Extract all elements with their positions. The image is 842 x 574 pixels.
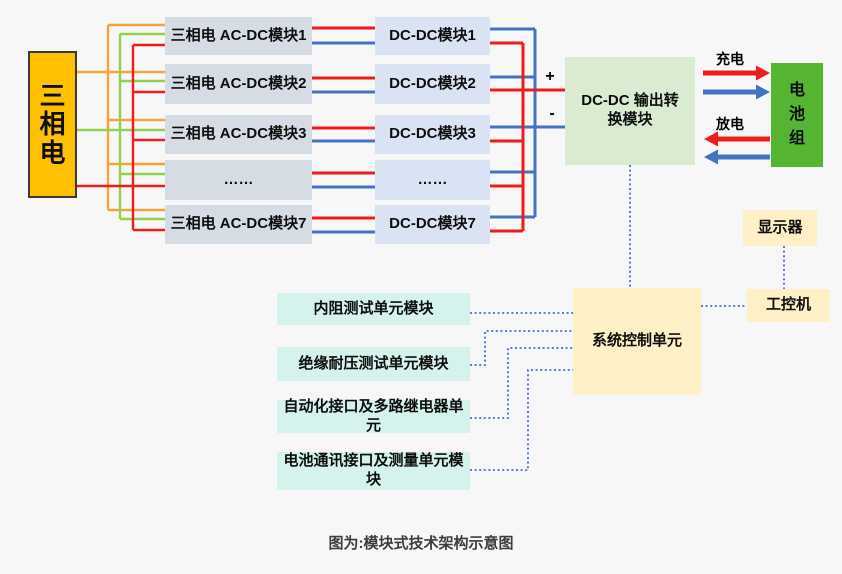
charge-arrow-red	[703, 65, 770, 81]
acdc-module-label: 三相电 AC-DC模块2	[170, 74, 307, 92]
figure-caption: 图为:模块式技术架构示意图	[328, 535, 514, 552]
battery-pack-box: 电池组	[771, 63, 823, 167]
acdc-module-label: ……	[223, 170, 254, 188]
dcdc-module-label: DC-DC模块1	[389, 26, 476, 44]
acdc-dcdc-blue-links	[312, 41, 375, 234]
test-unit-box-insulation: 绝缘耐压测试单元模块	[277, 347, 470, 381]
system-control-label: 系统控制单元	[591, 332, 682, 350]
industrial-pc-box: 工控机	[747, 289, 830, 322]
industrial-pc-label: 工控机	[765, 296, 811, 314]
test-unit-box-resistance: 内阻测试单元模块	[277, 293, 470, 325]
acdc-module-label: 三相电 AC-DC模块7	[170, 215, 307, 233]
dcdc-module-box-2: DC-DC模块2	[375, 64, 490, 104]
acdc-module-label: 三相电 AC-DC模块1	[170, 26, 307, 44]
acdc-module-box-2: 三相电 AC-DC模块2	[165, 64, 312, 104]
test-unit-label: 内阻测试单元模块	[313, 299, 434, 317]
dcdc-module-label: ……	[417, 170, 448, 188]
plus-label: +	[545, 68, 555, 85]
test-unit-box-automation-relay: 自动化接口及多路继电器单元	[277, 397, 470, 434]
charge-arrow-blue	[703, 84, 770, 100]
dcdc-module-box-3: DC-DC模块3	[375, 115, 490, 154]
test-unit-label: 绝缘耐压测试单元模块	[298, 354, 449, 372]
system-control-box: 系统控制单元	[573, 288, 701, 395]
acdc-dcdc-red-links	[312, 26, 375, 220]
test-unit-box-battery-comm: 电池通讯接口及测量单元模块	[277, 452, 470, 490]
dcdc-module-box-7: DC-DC模块7	[375, 205, 490, 244]
three-phase-source-box: 三相电	[28, 51, 77, 198]
display-box: 显示器	[743, 210, 817, 246]
dc-negative-bus-blue	[490, 27, 565, 219]
acdc-module-box-ellipsis: ……	[165, 160, 312, 200]
minus-label: -	[549, 105, 555, 122]
discharge-arrow-red	[704, 131, 770, 147]
acdc-module-label: 三相电 AC-DC模块3	[170, 125, 307, 143]
discharge-label: 放电	[716, 116, 744, 132]
three-phase-green-wire	[73, 32, 165, 221]
display-label: 显示器	[757, 218, 803, 236]
three-phase-source-label: 三相电	[39, 80, 66, 168]
dcdc-module-label: DC-DC模块2	[389, 74, 476, 92]
acdc-module-box-1: 三相电 AC-DC模块1	[165, 17, 312, 55]
test-unit-label: 电池通讯接口及测量单元模块	[283, 452, 464, 488]
three-phase-red-wire	[73, 43, 165, 232]
discharge-arrow-blue	[704, 149, 770, 165]
dcdc-output-converter-label: DC-DC 输出转换模块	[581, 92, 679, 128]
three-phase-orange-wire	[73, 23, 165, 212]
control-dashed-links	[470, 165, 785, 471]
acdc-module-box-7: 三相电 AC-DC模块7	[165, 205, 312, 244]
charge-label: 充电	[716, 51, 744, 67]
dcdc-module-box-1: DC-DC模块1	[375, 17, 490, 55]
dcdc-output-converter-box: DC-DC 输出转换模块	[565, 57, 695, 165]
battery-pack-label: 电池组	[788, 82, 805, 147]
dcdc-module-label: DC-DC模块3	[389, 125, 476, 143]
dcdc-module-box-ellipsis: ……	[375, 160, 490, 200]
dcdc-module-label: DC-DC模块7	[389, 215, 476, 233]
dc-positive-bus-red	[490, 41, 565, 233]
test-unit-label: 自动化接口及多路继电器单元	[283, 397, 464, 434]
acdc-module-box-3: 三相电 AC-DC模块3	[165, 115, 312, 154]
